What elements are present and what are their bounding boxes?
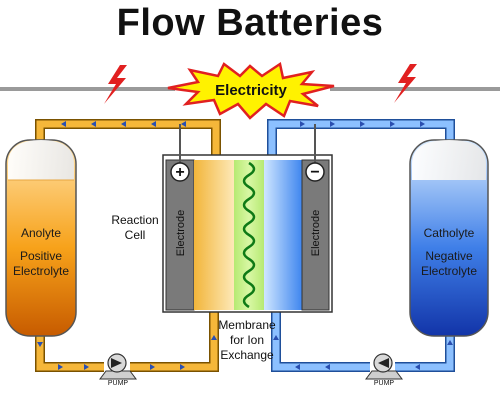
positive-electrode [165,159,195,311]
right-pump-icon [365,353,403,380]
left-pump-icon [99,353,137,380]
page-title: Flow Batteries [116,2,384,44]
membrane-label: Membrane for Ion Exchange [218,318,276,362]
catholyte-tank [409,139,489,337]
reaction-cell [162,154,333,313]
anolyte-label: Anolyte Positive Electrolyte [6,226,76,279]
anolyte-tank [5,139,77,337]
membrane-wave [242,161,256,309]
electrode-left-label: Electrode [175,210,187,256]
reaction-cell-label: Reaction Cell [111,213,159,242]
anolyte-half-cell [194,160,234,310]
catholyte-label: Catholyte Negative Electrolyte [408,226,490,279]
right-pump-label: PUMP [374,380,395,387]
electricity-label: Electricity [215,82,287,99]
positive-terminal-icon [170,162,190,182]
anolyte-desc: Positive Electrolyte [12,249,70,278]
electricity-starburst [167,61,335,120]
catholyte-half-cell [264,160,302,310]
lightning-bolt-right-icon [394,64,417,103]
anolyte-name: Anolyte [20,226,62,240]
catholyte-desc: Negative Electrolyte [420,249,478,278]
lightning-bolt-left-icon [104,65,127,104]
left-pump-label: PUMP [108,380,129,387]
positive-symbol: + [175,164,184,181]
negative-symbol: − [310,164,319,181]
catholyte-name: Catholyte [423,226,475,240]
negative-terminal-icon [305,162,325,182]
electrode-right-label: Electrode [310,210,322,256]
